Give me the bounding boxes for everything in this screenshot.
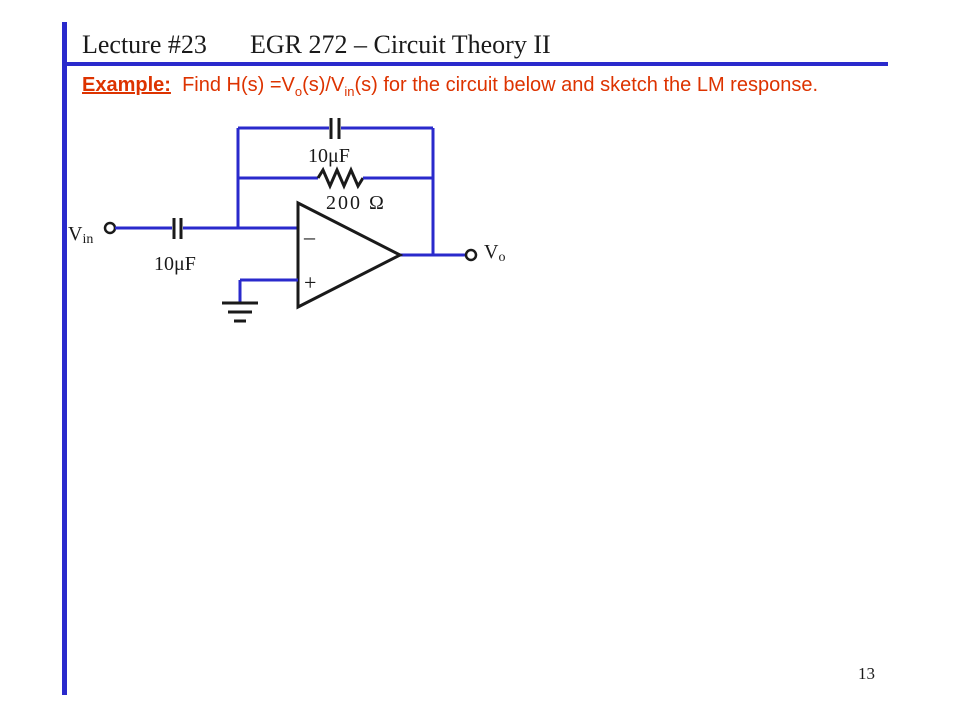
example-sub-o: o (294, 84, 303, 99)
noninverting-input-sign: + (304, 270, 316, 295)
feedback-capacitor-label: 10μF (308, 145, 350, 167)
page-number: 13 (858, 664, 875, 683)
example-sub-in: in (344, 84, 355, 99)
example-text-before: Find H(s) =V (182, 74, 295, 96)
feedback-resistor-label: 200 Ω (326, 192, 386, 214)
vo-label: Vo (484, 241, 505, 265)
example-text-mid: (s)/V (302, 74, 345, 96)
vo-terminal (464, 248, 478, 262)
left-accent-bar (62, 22, 67, 695)
inverting-input-sign: – (303, 224, 316, 249)
vin-label: Vin (68, 223, 93, 247)
header-underline-bar (62, 62, 888, 66)
vin-terminal (103, 221, 117, 235)
example-statement: Example: Find H(s) =Vo(s)/Vin(s) for the… (82, 74, 818, 99)
example-text-after: (s) for the circuit below and sketch the… (354, 74, 818, 96)
lecture-title: Lecture #23 (82, 30, 207, 59)
input-capacitor-label: 10μF (154, 253, 196, 275)
op-amp (296, 200, 404, 310)
example-label: Example: (82, 74, 171, 96)
course-title: EGR 272 – Circuit Theory II (250, 30, 551, 59)
feedback-resistor (316, 166, 365, 190)
